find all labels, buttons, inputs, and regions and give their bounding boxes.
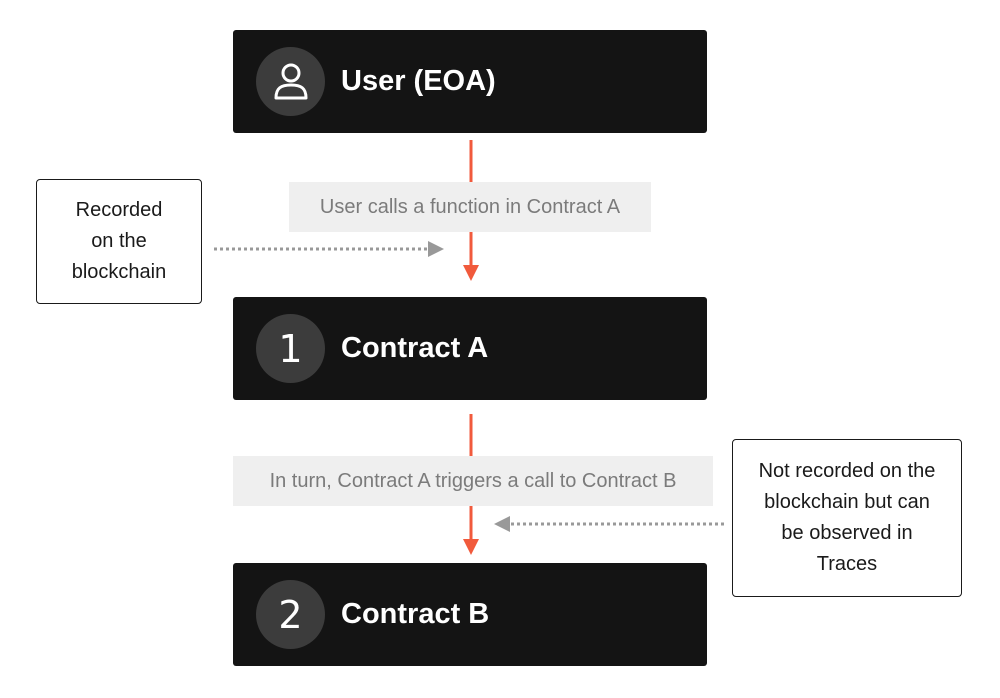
annotation-note-recorded: Recorded on the blockchain xyxy=(36,179,202,304)
edge-label: In turn, Contract A triggers a call to C… xyxy=(233,456,713,506)
call-arrow-contract-a-to-contract-b xyxy=(463,414,479,555)
call-arrow-user-to-contract-a xyxy=(463,140,479,281)
note-line: Not recorded on the xyxy=(758,460,936,482)
note-arrow-recorded xyxy=(214,241,444,257)
node-contract-a: 1 Contract A xyxy=(233,297,707,400)
node-contract-b: 2 Contract B xyxy=(233,563,707,666)
node-badge xyxy=(256,47,325,116)
note-line: Traces xyxy=(816,553,878,575)
node-title: Contract B xyxy=(341,598,490,630)
node-title: Contract A xyxy=(341,332,489,364)
note-line: blockchain but can xyxy=(764,491,930,513)
node-badge: 1 xyxy=(256,314,325,383)
note-arrow-not-recorded xyxy=(494,516,724,532)
note-line: blockchain xyxy=(71,261,167,283)
note-line: Recorded xyxy=(75,199,163,221)
note-line: be observed in xyxy=(781,522,913,544)
edge-label: User calls a function in Contract A xyxy=(289,182,651,232)
user-icon xyxy=(274,63,307,99)
node-title: User (EOA) xyxy=(341,65,496,97)
node-user-eoa: User (EOA) xyxy=(233,30,707,133)
annotation-note-not-recorded: Not recorded on the blockchain but can b… xyxy=(732,439,962,597)
note-line: on the xyxy=(91,230,147,252)
node-badge: 2 xyxy=(256,580,325,649)
